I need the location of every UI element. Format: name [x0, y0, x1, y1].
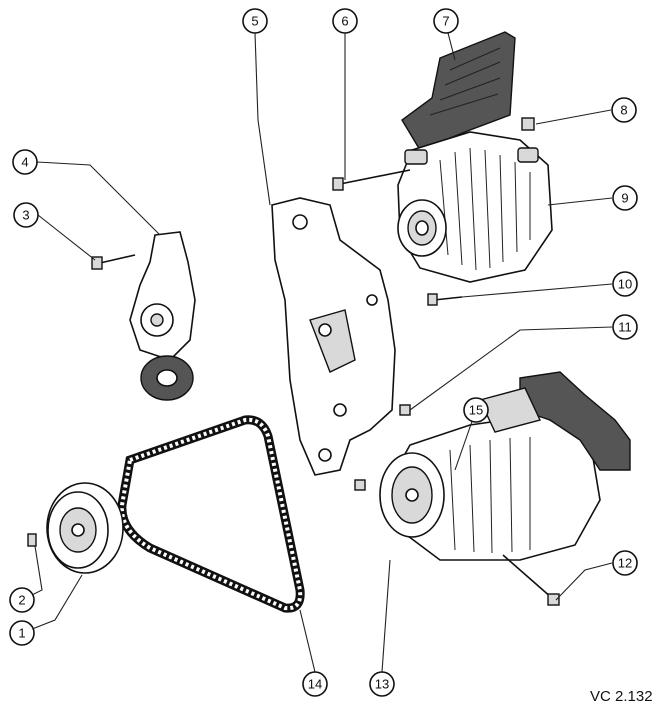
callout-1: 1 — [9, 620, 35, 646]
part-5-mounting-bracket — [271, 197, 396, 476]
svg-text:3: 3 — [22, 208, 29, 223]
callout-9: 9 — [612, 185, 638, 211]
part-11-dowel — [399, 404, 411, 416]
callout-12: 12 — [612, 550, 638, 576]
svg-text:4: 4 — [21, 155, 28, 170]
part-2-pulley-bolt — [27, 533, 37, 547]
part-1-crankshaft-pulley — [46, 482, 124, 574]
leader-lines — [21, 32, 613, 673]
svg-text:13: 13 — [375, 677, 389, 692]
callout-3: 3 — [13, 202, 39, 228]
callout-2: 2 — [9, 587, 35, 613]
svg-text:9: 9 — [621, 191, 628, 206]
part-13-ac-compressor — [379, 371, 631, 561]
reference-code: VC 2.132 — [590, 688, 653, 705]
svg-text:5: 5 — [251, 14, 258, 29]
svg-text:12: 12 — [618, 556, 632, 571]
svg-text:1: 1 — [18, 626, 25, 641]
svg-text:8: 8 — [620, 103, 627, 118]
part-15-dowel — [354, 479, 366, 491]
part-6-bolt — [332, 169, 411, 191]
part-9-alternator — [397, 131, 553, 283]
part-4-belt-tensioner — [129, 231, 196, 401]
part-7-bracket — [401, 31, 516, 151]
svg-text:7: 7 — [442, 14, 449, 29]
callout-15: 15 — [463, 397, 489, 423]
callout-5: 5 — [242, 8, 268, 34]
callout-13: 13 — [369, 671, 395, 697]
part-3-bolt — [91, 254, 136, 270]
svg-text:14: 14 — [308, 677, 322, 692]
callout-4: 4 — [12, 149, 38, 175]
callout-7: 7 — [433, 8, 459, 34]
svg-text:11: 11 — [618, 320, 632, 335]
svg-text:10: 10 — [618, 277, 632, 292]
part-14-drive-belt — [117, 415, 305, 613]
svg-text:6: 6 — [341, 14, 348, 29]
callout-11: 11 — [612, 314, 638, 340]
part-8-nut — [521, 117, 535, 131]
svg-text:2: 2 — [18, 593, 25, 608]
callout-10: 10 — [612, 271, 638, 297]
callout-6: 6 — [332, 8, 358, 34]
part-10-bolt — [427, 293, 463, 306]
callout-14: 14 — [302, 671, 328, 697]
part-12-bolt — [502, 554, 560, 606]
svg-text:15: 15 — [469, 403, 483, 418]
callout-8: 8 — [611, 97, 637, 123]
